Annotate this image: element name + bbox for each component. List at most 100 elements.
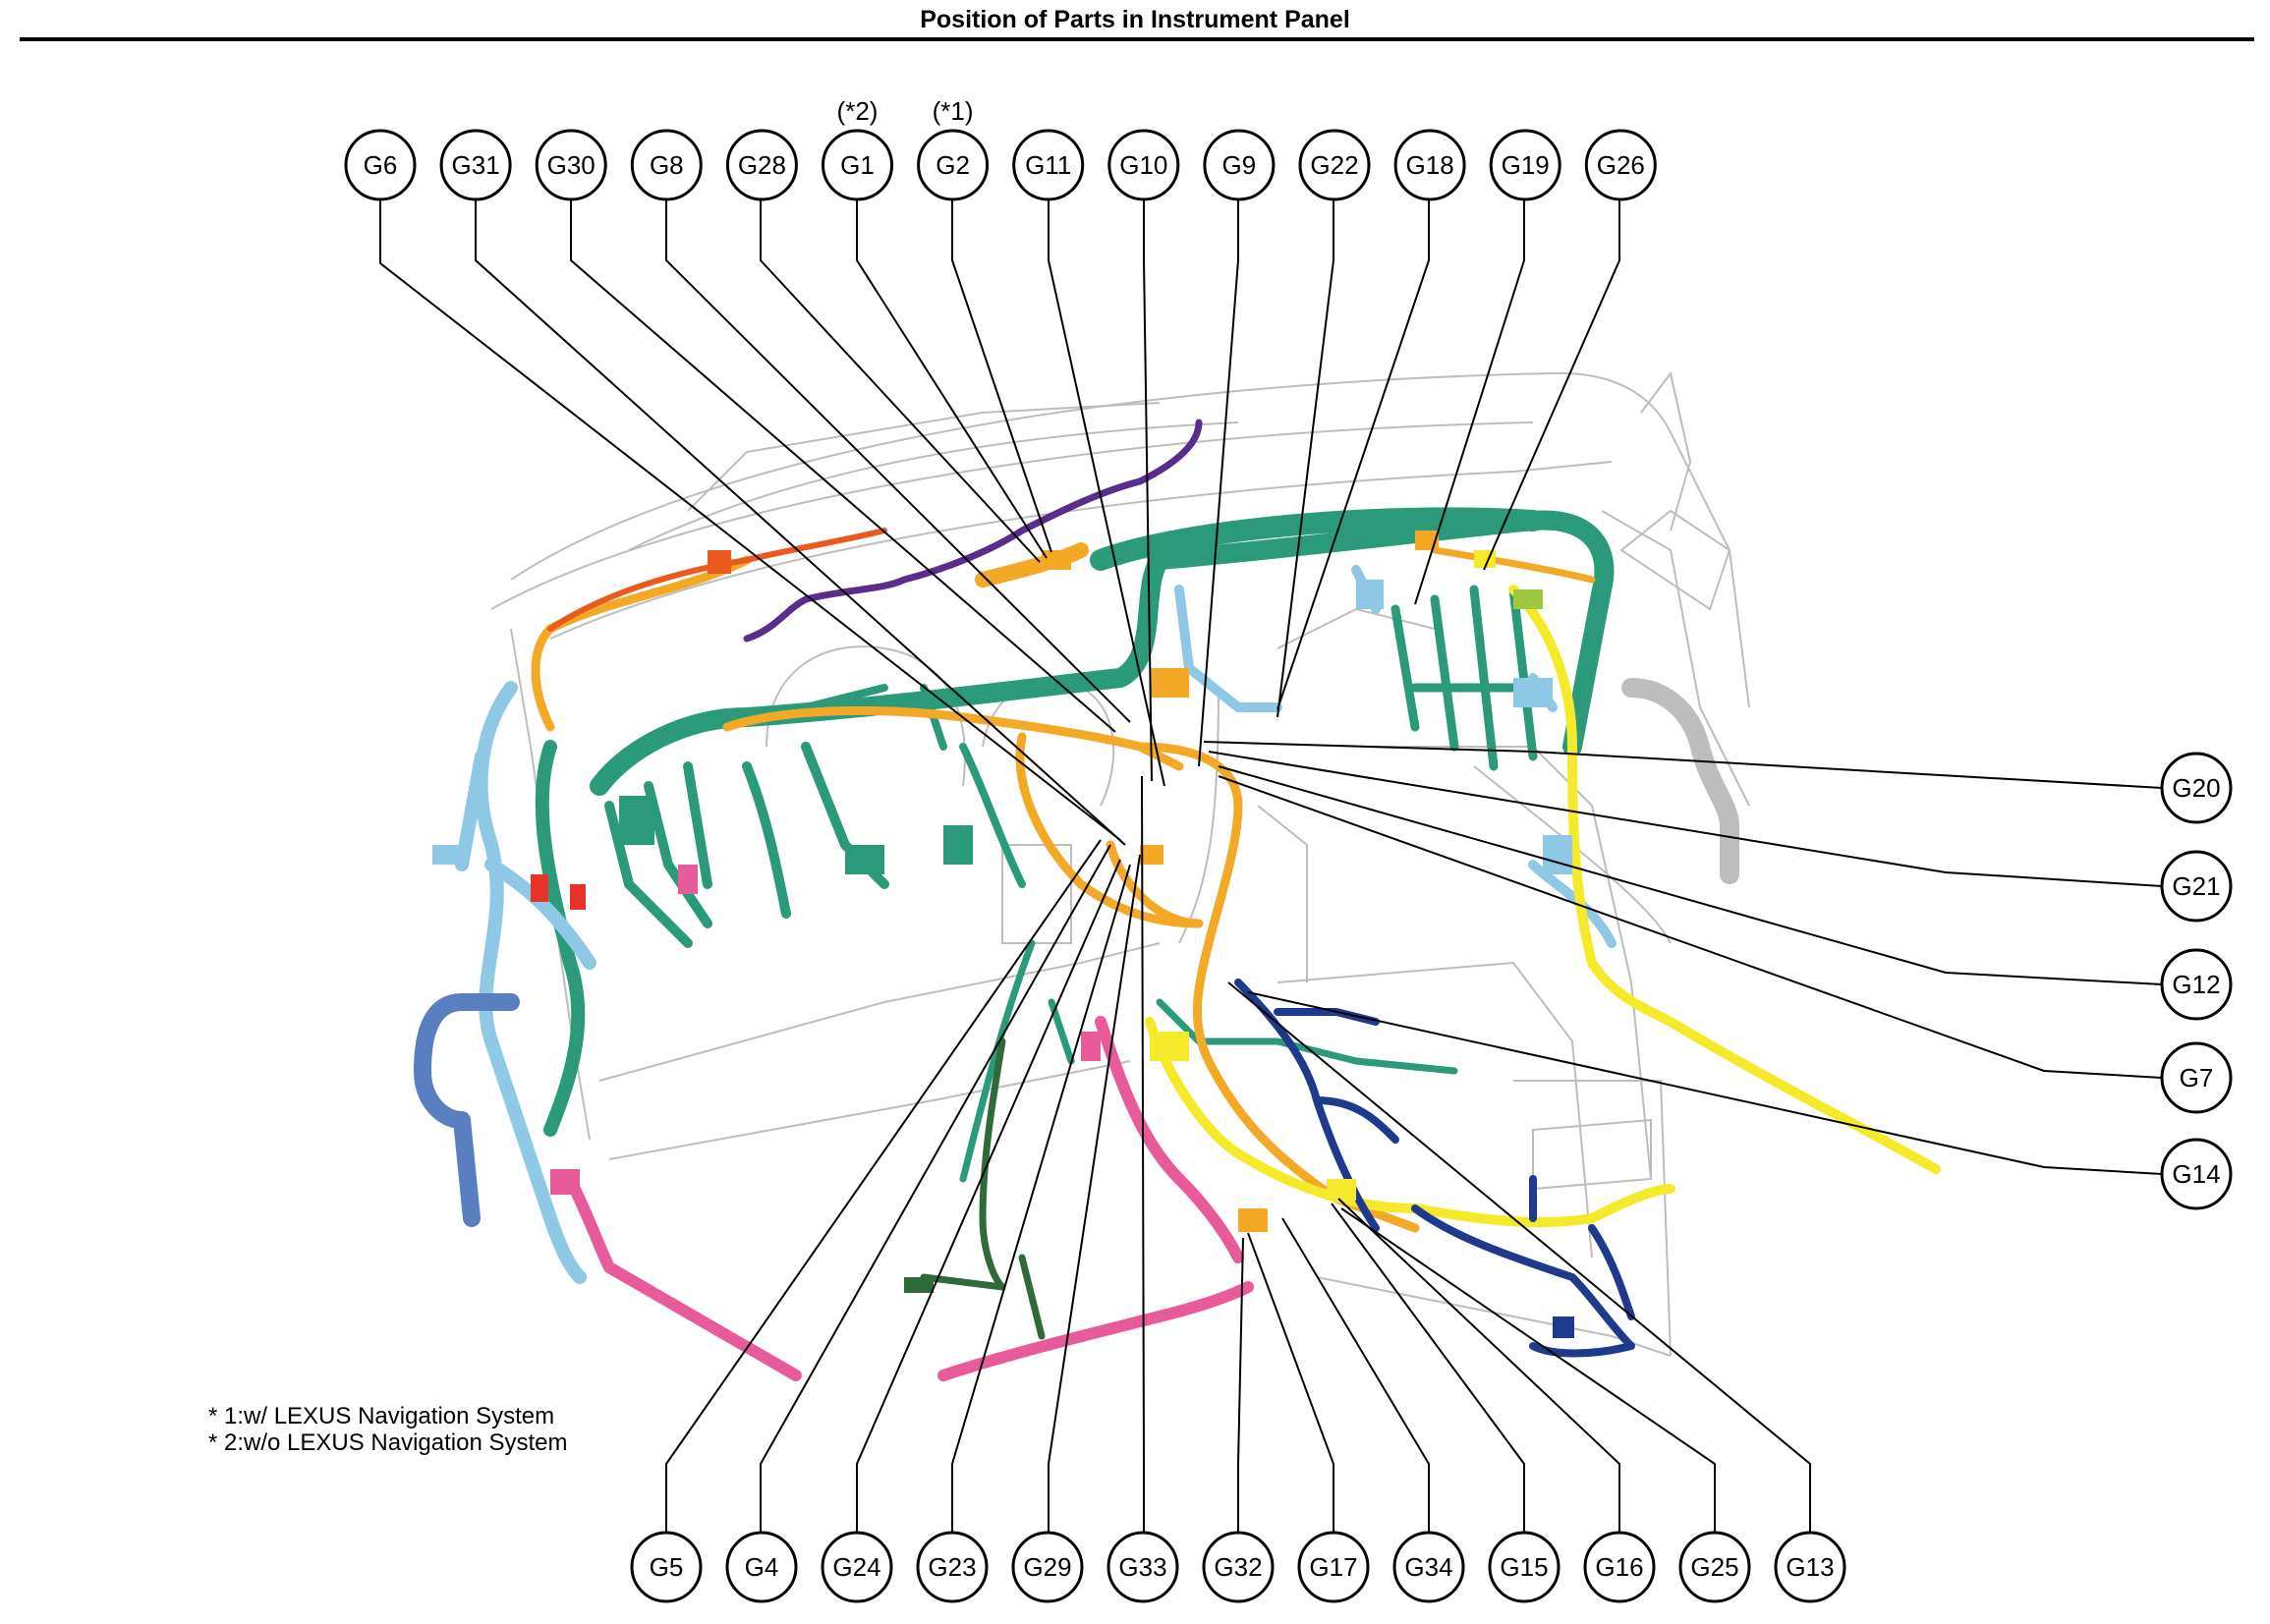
callout-label: G18 <box>1406 150 1454 180</box>
callout-circle <box>916 1531 989 1603</box>
callout-g22[interactable]: G22 <box>1298 129 1371 201</box>
callout-label: G31 <box>452 150 500 180</box>
callout-g21[interactable]: G21 <box>2160 850 2233 923</box>
callout-label: G13 <box>1786 1552 1834 1582</box>
callout-label: G9 <box>1222 150 1257 180</box>
callout-g28[interactable]: G28 <box>725 129 798 201</box>
callout-g13[interactable]: G13 <box>1774 1531 1846 1603</box>
callout-circle <box>917 129 990 201</box>
callout-label: G24 <box>832 1552 880 1582</box>
callout-circle <box>1774 1531 1846 1603</box>
callout-g26[interactable]: G26 <box>1584 129 1657 201</box>
callout-g30[interactable]: G30 <box>535 129 607 201</box>
callout-g20[interactable]: G20 <box>2160 752 2233 824</box>
callout-g8[interactable]: G8 <box>630 129 703 201</box>
callout-circle <box>2160 752 2233 824</box>
callout-g14[interactable]: G14 <box>2160 1138 2233 1210</box>
callout-g9[interactable]: G9 <box>1203 129 1276 201</box>
callout-label: G7 <box>2180 1063 2214 1092</box>
callout-circle <box>1202 1531 1275 1603</box>
callout-g4[interactable]: G4 <box>725 1531 798 1603</box>
callout-g19[interactable]: G19 <box>1489 129 1561 201</box>
callout-circle <box>725 129 798 201</box>
callout-label: G12 <box>2172 970 2220 999</box>
callout-label: G29 <box>1023 1552 1071 1582</box>
callout-label: G14 <box>2172 1159 2220 1189</box>
callout-g25[interactable]: G25 <box>1678 1531 1751 1603</box>
callout-g1[interactable]: G1(*2) <box>822 96 893 201</box>
callout-label: G8 <box>650 150 684 180</box>
callout-circle <box>344 129 417 201</box>
callout-g16[interactable]: G16 <box>1583 1531 1656 1603</box>
callout-circle <box>2160 1041 2233 1114</box>
harness-pink <box>564 1016 1254 1381</box>
callout-g32[interactable]: G32 <box>1202 1531 1275 1603</box>
callout-label: G34 <box>1404 1552 1452 1582</box>
callout-g12[interactable]: G12 <box>2160 948 2233 1021</box>
callout-circle <box>1392 1531 1465 1603</box>
callout-label: G21 <box>2172 871 2220 901</box>
callout-label: G25 <box>1690 1552 1738 1582</box>
leader-lines <box>379 187 2163 1533</box>
callout-circle <box>821 1531 893 1603</box>
callout-g7[interactable]: G7 <box>2160 1041 2233 1114</box>
callout-label: G20 <box>2172 773 2220 803</box>
callout-g11[interactable]: G11 <box>1012 129 1085 201</box>
page-title: Position of Parts in Instrument Panel <box>920 6 1350 33</box>
callout-label: G33 <box>1118 1552 1166 1582</box>
harness-purple <box>743 419 1203 643</box>
harness-orange-top <box>975 542 1089 588</box>
harness-grey <box>1621 678 1739 884</box>
callout-label: G23 <box>928 1552 976 1582</box>
callout-g18[interactable]: G18 <box>1393 129 1466 201</box>
callout-g5[interactable]: G5 <box>630 1531 703 1603</box>
harness-teal-cluster <box>604 742 889 948</box>
dashboard-outline <box>490 370 1750 1357</box>
wiring-harness <box>414 419 1941 1381</box>
footnote-nav: * 1:w/ LEXUS Navigation System <box>208 1403 555 1429</box>
callout-g23[interactable]: G23 <box>916 1531 989 1603</box>
harness-orange-right <box>1431 546 1596 584</box>
callout-g6[interactable]: G6 <box>344 129 417 201</box>
callout-label: G16 <box>1595 1552 1643 1582</box>
title-rule <box>20 37 2254 41</box>
callout-circle <box>1012 129 1085 201</box>
callout-label: G6 <box>364 150 398 180</box>
callout-circle <box>822 129 893 201</box>
callout-circle <box>1584 129 1657 201</box>
callout-label: G19 <box>1502 150 1550 180</box>
callout-label: G5 <box>650 1552 684 1582</box>
callout-circle <box>1583 1531 1656 1603</box>
callout-g10[interactable]: G10 <box>1107 129 1180 201</box>
footnote-no-nav: * 2:w/o LEXUS Navigation System <box>208 1429 568 1456</box>
callout-g34[interactable]: G34 <box>1392 1531 1465 1603</box>
variant-note: (*1) <box>933 96 974 126</box>
callout-label: G15 <box>1500 1552 1548 1582</box>
callout-g33[interactable]: G33 <box>1107 1531 1179 1603</box>
callout-circle <box>2160 1138 2233 1210</box>
callout-g29[interactable]: G29 <box>1011 1531 1084 1603</box>
callout-circle <box>1489 129 1561 201</box>
callout-circle <box>630 1531 703 1603</box>
callout-g24[interactable]: G24 <box>821 1531 893 1603</box>
callout-g17[interactable]: G17 <box>1297 1531 1370 1603</box>
callout-circle <box>2160 850 2233 923</box>
callout-g2[interactable]: G2(*1) <box>917 96 990 201</box>
variant-note: (*2) <box>837 96 879 126</box>
callout-label: G17 <box>1309 1552 1357 1582</box>
callout-circle <box>535 129 607 201</box>
callout-g31[interactable]: G31 <box>439 129 512 201</box>
harness-teal-left <box>535 740 586 1137</box>
callout-circle <box>2160 948 2233 1021</box>
callout-circle <box>1107 129 1180 201</box>
callout-circle <box>439 129 512 201</box>
callout-label: G28 <box>738 150 786 180</box>
callout-g15[interactable]: G15 <box>1488 1531 1561 1603</box>
harness-steel-blue <box>414 993 520 1227</box>
harness-teal-upper <box>1090 507 1544 571</box>
callout-label: G32 <box>1214 1552 1262 1582</box>
callout-circle <box>1011 1531 1084 1603</box>
callout-label: G22 <box>1310 150 1358 180</box>
